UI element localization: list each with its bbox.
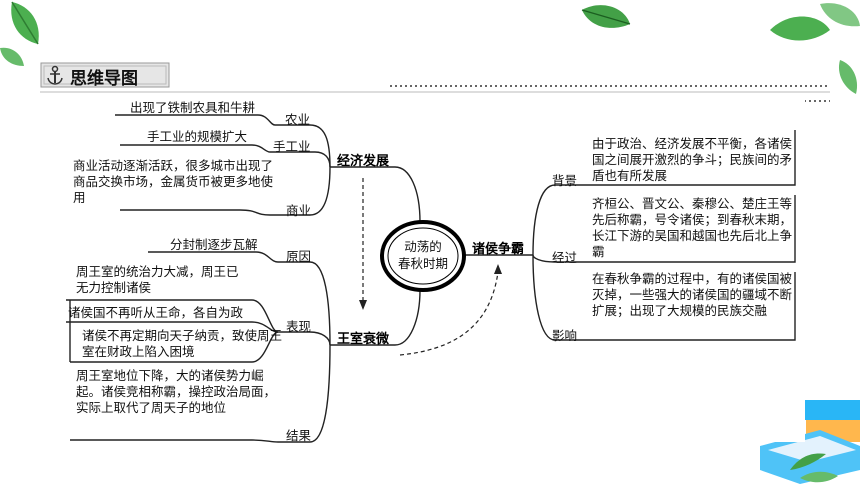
node-impact: 影响 (552, 328, 578, 343)
node-agriculture: 农业 (285, 112, 311, 127)
center-node: 动荡的 春秋时期 (388, 238, 458, 272)
leaf-manifest-3: 诸侯不再定期向天子纳贡，致使周王室在财政上陷入困境 (82, 328, 283, 359)
node-result: 结果 (286, 428, 312, 443)
leaf-process: 齐桓公、晋文公、秦穆公、楚庄王等先后称霸，号令诸侯；到春秋末期，长江下游的吴国和… (592, 196, 793, 259)
leaf-decor-topleft (0, 1, 39, 66)
node-commerce: 商业 (286, 203, 312, 218)
node-background: 背景 (552, 173, 578, 188)
leaf-decor-topright (581, 3, 860, 94)
branch-economy: 经济发展 (337, 154, 390, 169)
header-badge-bg (40, 62, 170, 88)
branch-decline: 王室衰微 (337, 332, 390, 347)
leaf-handicraft: 手工业的规模扩大 (147, 129, 248, 144)
leaf-result: 周王室地位下降，大的诸侯势力崛起。诸侯竞相称霸，操控政治局面，实际上取代了周天子… (76, 368, 277, 415)
leaf-commerce: 商业活动逐渐活跃，很多城市出现了商品交换市场，金属货币被更多地使用 (73, 158, 274, 205)
anchor-icon (47, 65, 63, 85)
center-node-line2: 春秋时期 (397, 256, 448, 271)
node-manifest: 表现 (286, 319, 312, 334)
header-badge: 思维导图 (40, 62, 170, 89)
node-cause: 原因 (286, 249, 312, 264)
node-process: 经过 (552, 250, 578, 265)
book-decor (760, 400, 860, 484)
leaf-cause: 分封制逐步瓦解 (170, 237, 258, 252)
leaf-manifest-1: 周王室的统治力大减，周王已无力控制诸侯 (76, 264, 239, 295)
leaf-agriculture: 出现了铁制农具和牛耕 (130, 100, 256, 115)
center-node-line1: 动荡的 (404, 239, 442, 254)
leaf-background: 由于政治、经济发展不平衡，各诸侯国之间展开激烈的争斗；民族间的矛盾也有所发展 (592, 136, 793, 183)
branch-hegemony: 诸侯争霸 (472, 242, 525, 257)
node-handicraft: 手工业 (273, 139, 311, 154)
leaf-impact: 在春秋争霸的过程中，有的诸侯国被灭掉，一些强大的诸侯国的疆域不断扩展；出现了大规… (592, 271, 793, 318)
leaf-manifest-2: 诸侯国不再听从王命，各自为政 (68, 305, 244, 320)
page-title: 思维导图 (70, 69, 138, 89)
